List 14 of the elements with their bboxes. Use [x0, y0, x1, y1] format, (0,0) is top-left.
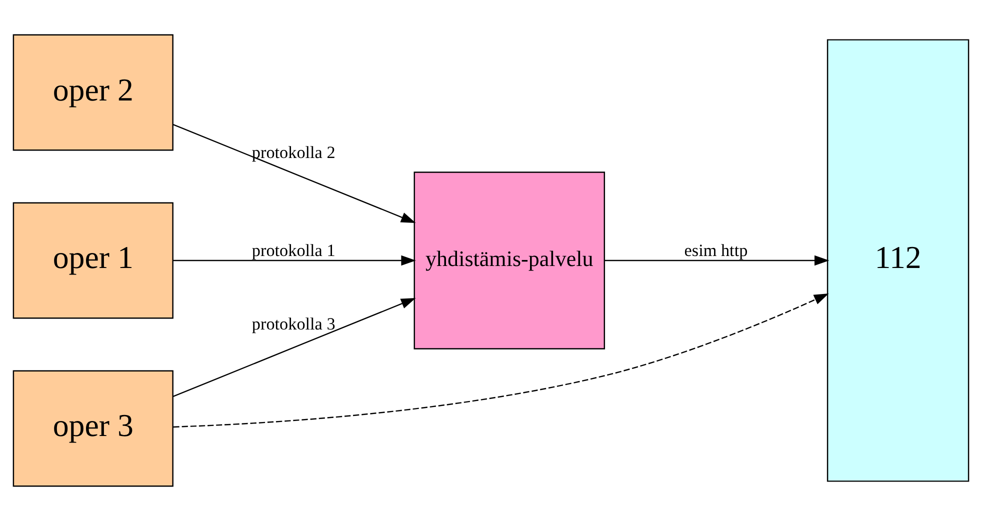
edge-label: protokolla 3 — [252, 314, 336, 333]
edge-label: protokolla 2 — [252, 142, 336, 162]
arrow — [173, 292, 829, 428]
node-box: 112 — [826, 38, 970, 482]
node-box: oper 3 — [12, 370, 174, 486]
arrow — [173, 254, 416, 266]
arrow — [172, 123, 416, 222]
edge-label: esim http — [684, 240, 748, 260]
node-box: yhdistämis-palvelu — [414, 171, 606, 349]
edge-label: protokolla 1 — [252, 240, 336, 260]
arrow — [172, 298, 416, 397]
node-box: oper 1 — [12, 202, 174, 318]
arrow — [604, 254, 830, 266]
node-box: oper 2 — [12, 34, 174, 150]
